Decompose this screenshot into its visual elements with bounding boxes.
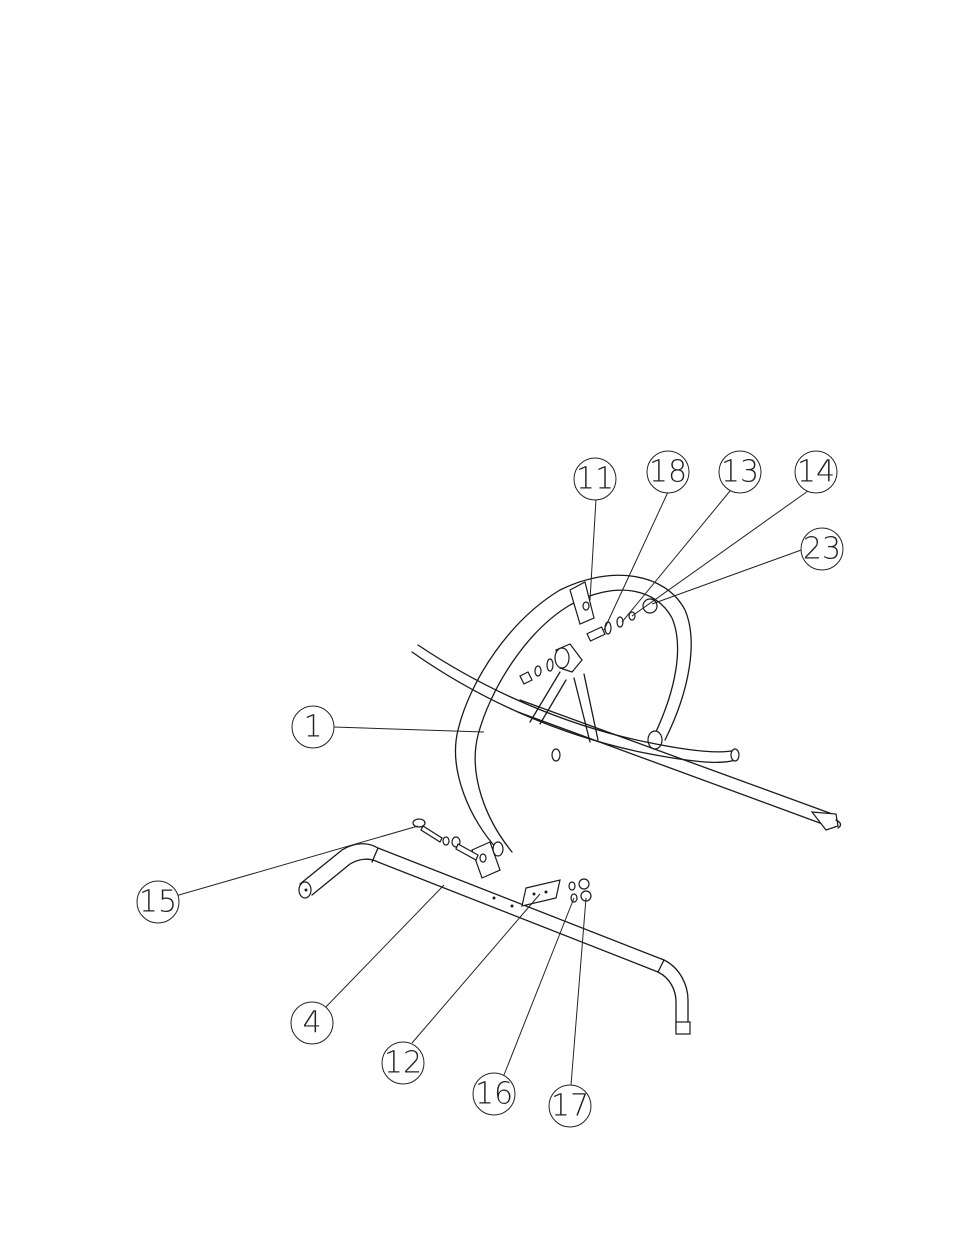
callout-12: 12: [382, 1042, 424, 1084]
callout-11-label: 11: [576, 462, 614, 497]
callout-14: 14: [795, 451, 837, 493]
callout-23: 23: [801, 528, 843, 570]
callout-15-label: 15: [139, 885, 177, 920]
callout-17: 17: [549, 1085, 591, 1127]
leader-11: [590, 499, 596, 600]
leader-18: [604, 492, 668, 630]
leader-1: [334, 727, 484, 732]
part-12-plate: [522, 880, 560, 906]
callout-15: 15: [137, 881, 179, 923]
callout-17-label: 17: [551, 1089, 589, 1124]
callout-18-label: 18: [649, 455, 687, 490]
callout-4-label: 4: [302, 1006, 321, 1041]
callout-12-label: 12: [384, 1046, 422, 1081]
callout-16: 16: [473, 1073, 515, 1115]
callout-13-label: 13: [721, 455, 759, 490]
callout-1-label: 1: [303, 710, 322, 745]
leader-14: [632, 491, 808, 616]
callout-1: 1: [292, 706, 334, 748]
callout-16-label: 16: [475, 1077, 513, 1112]
leader-12: [412, 894, 540, 1043]
part-15-bolt: [413, 819, 486, 862]
callout-18: 18: [647, 451, 689, 493]
part-17-nuts: [579, 879, 591, 901]
leader-4: [322, 885, 444, 1011]
callout-11: 11: [574, 458, 616, 500]
callout-14-label: 14: [797, 455, 835, 490]
leader-15: [172, 826, 418, 897]
part-16-washers: [569, 882, 577, 902]
callout-23-label: 23: [803, 532, 841, 567]
callout-4: 4: [291, 1002, 333, 1044]
part-4-base-bar: [299, 842, 690, 1034]
callout-13: 13: [719, 451, 761, 493]
leader-lines: [172, 491, 808, 1085]
